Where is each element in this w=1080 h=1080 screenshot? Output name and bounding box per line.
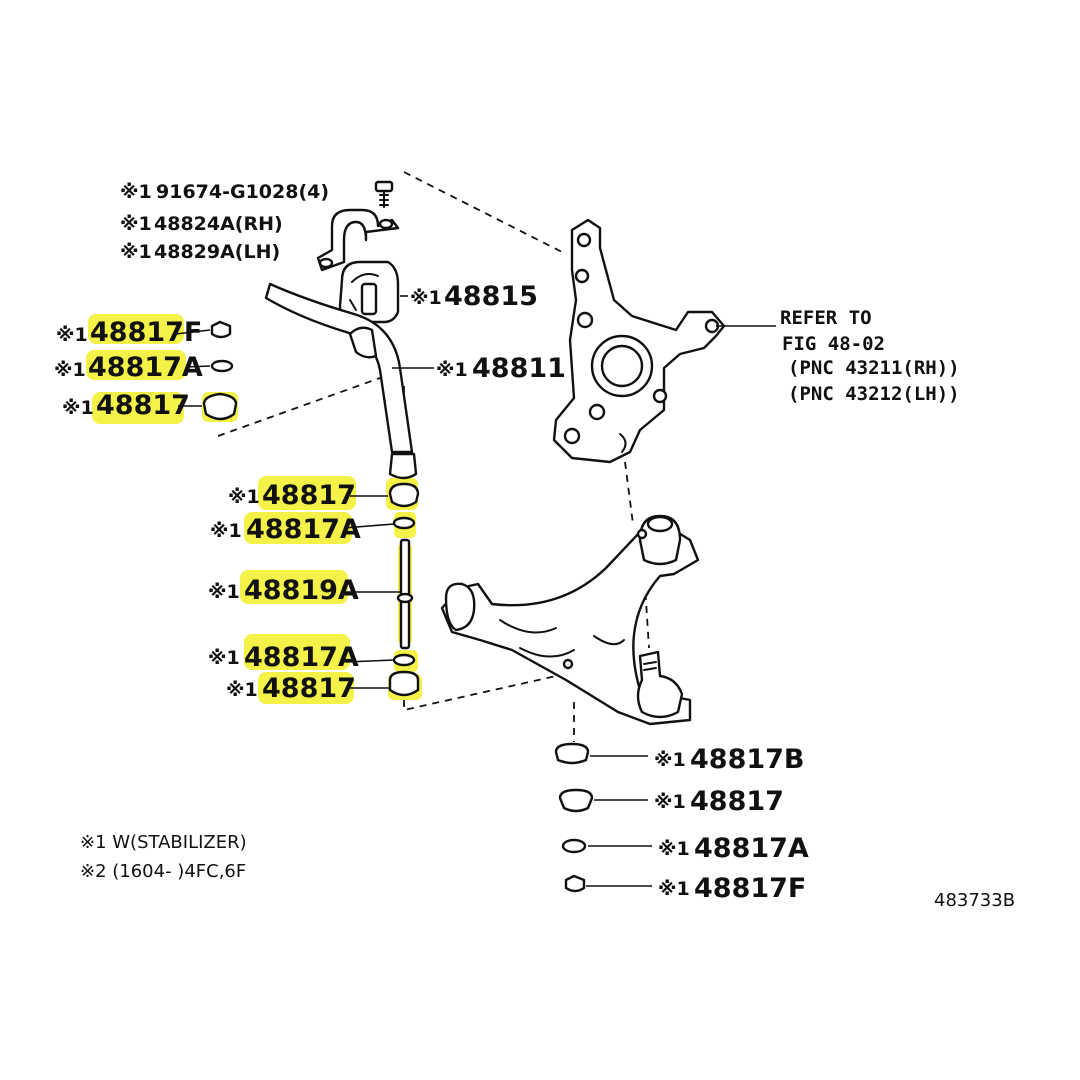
refer-line-4: (PNC 43212(LH)): [788, 383, 960, 405]
reference-block: REFER TO FIG 48-02 (PNC 43211(RH)) (PNC …: [780, 307, 960, 405]
highlight-48817-upper: [258, 476, 356, 510]
link-stack: [388, 482, 420, 697]
mark: ※1: [56, 324, 88, 346]
cushion-right-shape: [558, 788, 594, 813]
mark: ※1: [436, 359, 468, 381]
highlight-48817A-lower: [244, 634, 350, 670]
retainer-upper-shape: [392, 516, 416, 530]
highlight-48817F: [88, 314, 184, 344]
label-link: 48819A: [244, 575, 359, 606]
knuckle-part: [552, 218, 776, 464]
cushion-b-shape: [554, 742, 590, 765]
label-bushing: 48815: [444, 281, 538, 312]
cushion-upper-shape: [388, 482, 420, 508]
mark: ※1: [654, 749, 686, 771]
note-2: ※2 (1604- )4FC,6F: [80, 861, 246, 882]
label-cushion-lower: 48817: [262, 673, 356, 704]
refer-line-1: REFER TO: [780, 307, 872, 329]
mark: ※1: [658, 878, 690, 900]
label-retainer-lower: 48817A: [244, 642, 359, 673]
figure-code: 483733B: [934, 890, 1015, 911]
label-bracket-rh: 48824A(RH): [154, 213, 283, 235]
mark: ※1: [120, 241, 152, 263]
label-retainer-upper: 48817A: [246, 514, 361, 545]
retainer-lower-shape: [392, 653, 416, 667]
cushion-top-left-shape: [202, 392, 238, 421]
label-washer-top-left: 48817A: [88, 352, 203, 383]
stabilizer-bar-part: [264, 282, 418, 480]
mark: ※1: [208, 647, 240, 669]
mark: ※1: [208, 581, 240, 603]
mark: ※1: [120, 181, 152, 203]
lower-arm-part: [440, 514, 700, 726]
label-cushion-top-left: 48817: [96, 390, 190, 421]
mark: ※1: [410, 287, 442, 309]
right-hardware: [554, 742, 594, 893]
label-bolt: 91674-G1028(4): [156, 181, 329, 203]
part-labels: ※1 91674-G1028(4) ※1 48824A(RH) ※1 48829…: [54, 181, 809, 904]
highlight-48817A-upper: [244, 512, 352, 544]
nut-right-shape: [564, 874, 586, 893]
label-bracket-lh: 48829A(LH): [154, 241, 280, 263]
label-cushion-upper: 48817: [262, 480, 356, 511]
leader-lines: [175, 295, 652, 887]
label-cushion-b: 48817B: [690, 744, 805, 775]
refer-line-2: FIG 48-02: [782, 333, 885, 355]
mark: ※1: [120, 213, 152, 235]
label-cushion-right: 48817: [690, 786, 784, 817]
label-bar: 48811: [472, 353, 566, 384]
highlight-48817-lower: [258, 672, 354, 704]
mark: ※1: [226, 679, 258, 701]
highlight-48819A: [240, 570, 348, 604]
mark: ※1: [654, 791, 686, 813]
highlight-48817A-top: [86, 350, 186, 380]
bracket-part: [316, 208, 400, 272]
left-hardware: [202, 320, 238, 421]
nut-top-left-shape: [210, 320, 232, 339]
label-nut-right: 48817F: [694, 873, 806, 904]
mark: ※1: [210, 520, 242, 542]
mark: ※1: [54, 359, 86, 381]
washer-top-left-shape: [210, 359, 234, 373]
label-nut-top-left: 48817F: [90, 317, 202, 348]
bushing-part: [338, 260, 400, 324]
refer-line-3: (PNC 43211(RH)): [788, 357, 960, 379]
bolt-part: [374, 180, 394, 208]
mark: ※1: [62, 397, 94, 419]
mark: ※1: [658, 838, 690, 860]
notes: ※1 W(STABILIZER) ※2 (1604- )4FC,6F 48373…: [80, 832, 1015, 911]
highlight-48817-top: [92, 392, 184, 424]
cushion-lower-shape: [388, 670, 420, 697]
label-retainer-right: 48817A: [694, 833, 809, 864]
retainer-right-shape: [561, 838, 587, 854]
note-1: ※1 W(STABILIZER): [80, 832, 247, 853]
mark: ※1: [228, 486, 260, 508]
